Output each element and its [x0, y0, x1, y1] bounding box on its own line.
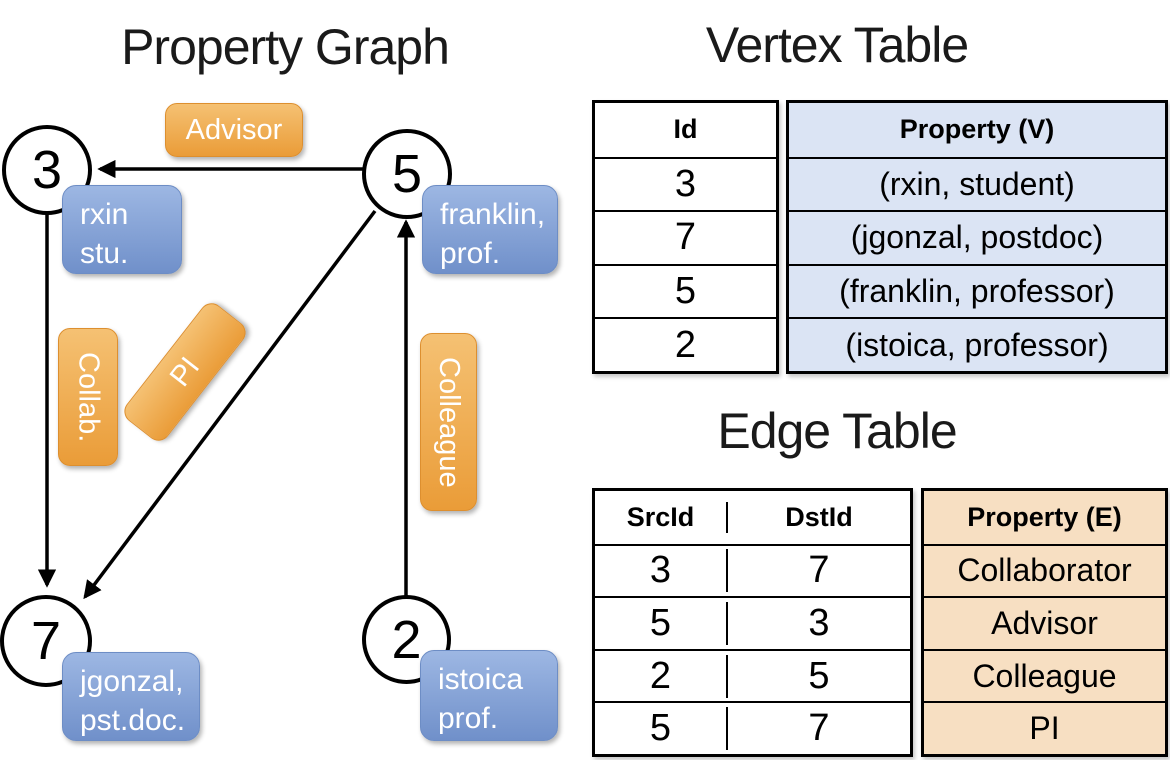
edge-label-colleague: Colleague — [420, 333, 477, 511]
edge-table-property-column: Property (E) Collaborator Advisor Collea… — [921, 488, 1168, 757]
edge-table-header-property: Property (E) — [967, 501, 1122, 532]
vertex-property-line: pst.doc. — [80, 704, 186, 737]
table-cell: 5 — [649, 601, 672, 644]
table-cell: 2 — [595, 317, 776, 371]
edge-table-title: Edge Table — [717, 403, 957, 459]
edge-label-collab: Collab. — [58, 328, 118, 466]
edge-label-advisor: Advisor — [165, 103, 303, 157]
vertex-table-header-property: Property (V) — [899, 114, 1055, 145]
table-cell: (rxin, student) — [789, 156, 1165, 211]
table-cell: 7 — [595, 210, 776, 264]
table-cell: 5 — [649, 707, 672, 750]
vertex-table-header-id: Id — [673, 114, 698, 145]
table-cell: 3 — [726, 601, 910, 645]
edge-label-text: Collab. — [72, 351, 105, 443]
vertex-property-line: istoica — [438, 663, 524, 696]
vertex-table-property-column: Property (V) (rxin, student) (jgonzal, p… — [786, 100, 1168, 374]
vertex-property-line: prof. — [440, 237, 501, 270]
vertex-property-line: rxin — [80, 198, 129, 231]
table-cell: (istoica, professor) — [789, 317, 1165, 371]
vertex-property-line: franklin, — [440, 198, 546, 231]
edge-pi-arrow — [83, 209, 377, 600]
table-cell: 5 — [595, 263, 776, 318]
vertex-property-line: stu. — [80, 237, 129, 270]
table-cell: (franklin, professor) — [789, 263, 1165, 318]
edge-table-header-dstid: DstId — [726, 501, 910, 533]
vertex-property-box-istoica: istoica prof. — [420, 650, 558, 741]
table-cell: Collaborator — [924, 543, 1165, 597]
table-cell: 5 — [726, 654, 910, 698]
table-cell: 7 — [726, 707, 910, 751]
vertex-table-title: Vertex Table — [705, 17, 969, 73]
edge-label-text: Colleague — [433, 356, 465, 488]
table-cell: Advisor — [924, 596, 1165, 649]
graph-node-2: 2 — [362, 595, 451, 684]
vertex-table-id-column: Id 3 7 5 2 — [592, 100, 779, 374]
table-cell: (jgonzal, postdoc) — [789, 210, 1165, 264]
vertex-property-box-jgonzal: jgonzal, pst.doc. — [62, 652, 200, 741]
property-graph-title: Property Graph — [121, 19, 450, 75]
graph-node-5: 5 — [362, 129, 452, 219]
table-cell: 7 — [726, 549, 910, 593]
table-cell: 2 — [649, 654, 672, 697]
table-cell: PI — [924, 701, 1165, 754]
table-cell: 3 — [595, 156, 776, 211]
vertex-property-line: prof. — [438, 702, 499, 735]
table-cell: Colleague — [924, 648, 1165, 702]
edge-table-id-columns: SrcId DstId 3 7 5 3 2 5 5 7 — [592, 488, 913, 757]
vertex-property-box-franklin: franklin, prof. — [422, 185, 558, 274]
table-cell: 3 — [649, 549, 672, 592]
vertex-property-line: jgonzal, — [80, 665, 184, 698]
vertex-property-box-rxin: rxin stu. — [62, 185, 182, 274]
edge-table-header-srcid: SrcId — [626, 501, 695, 532]
